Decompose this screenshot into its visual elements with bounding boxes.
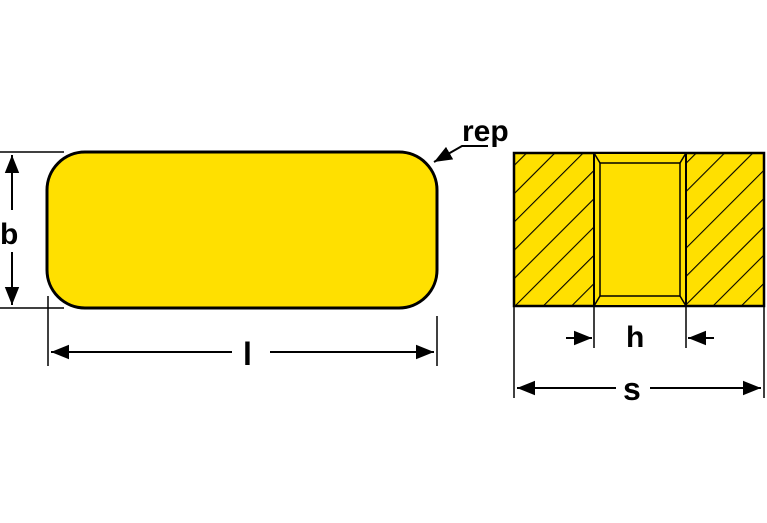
radius-callout: rep	[433, 115, 509, 163]
length-dimension: l	[47, 296, 438, 372]
slot-label: h	[626, 321, 644, 354]
total-label: s	[623, 371, 641, 407]
key-top-view	[45, 150, 439, 310]
slot-dimension: h	[566, 306, 714, 354]
width-label: b	[0, 218, 18, 251]
radius-leader-line	[433, 145, 488, 163]
slot-inner-face	[599, 162, 681, 297]
slot-chamfer-tr	[679, 152, 687, 164]
slot-chamfer-bl	[593, 295, 601, 307]
total-dimension: s	[513, 306, 765, 407]
key-body	[45, 150, 439, 310]
radius-label: rep	[462, 115, 509, 148]
width-dimension: b	[0, 151, 64, 309]
slot-chamfer-br	[679, 295, 687, 307]
length-label: l	[243, 336, 252, 372]
key-cross-section	[512, 151, 766, 308]
slot-chamfer-tl	[593, 152, 601, 164]
